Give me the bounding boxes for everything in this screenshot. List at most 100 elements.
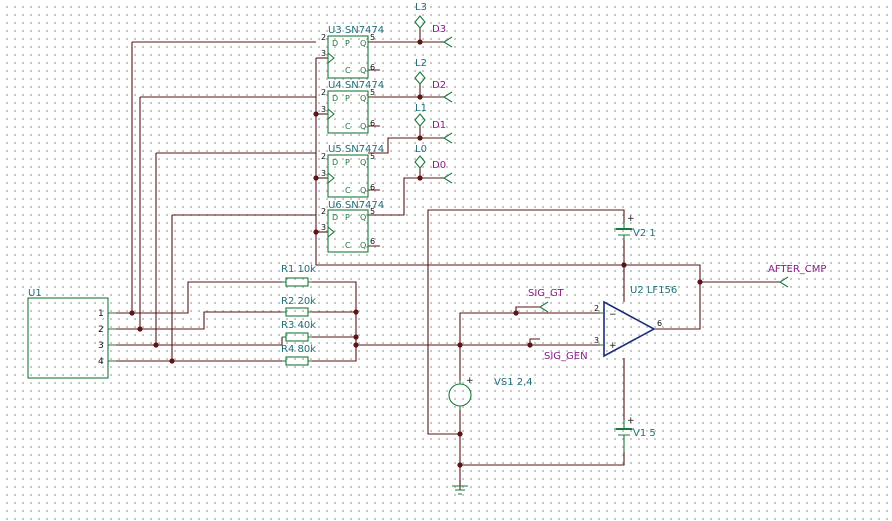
ff-pin-q: 5	[370, 88, 375, 97]
flipflop-u6[interactable]: U6 SN7474 D P Q C Q 2 3 5 6	[321, 200, 384, 253]
battery-v1-plus: +	[627, 416, 635, 426]
flipflop-u4[interactable]: U4 SN7474 D P Q C Q 2 3 5 6	[321, 80, 384, 134]
ff-c-letter: C	[345, 186, 351, 195]
opamp-pin-out: 6	[657, 319, 662, 328]
ff-pin-qbar: 6	[370, 119, 375, 128]
battery-v2-plus: +	[627, 214, 635, 224]
led-l0-label: L0	[415, 144, 427, 155]
ff-pin-q: 5	[370, 33, 375, 42]
net-label-sig-gen[interactable]: SIG_GEN	[544, 351, 588, 362]
ff-p-letter: P	[345, 213, 350, 222]
ff-pin-d: 2	[321, 33, 326, 42]
opamp-u2[interactable]: U2 LF156 2 3 6 − +	[594, 285, 677, 358]
ff-pin-q: 5	[370, 152, 375, 161]
resistor-r4[interactable]: R4 80k	[281, 344, 316, 366]
vs1-label: VS1 2,4	[494, 377, 533, 388]
junction-dots	[129, 39, 703, 468]
signal-source-vs1[interactable]: + VS1 2,4	[448, 376, 533, 410]
flipflop-u4-label: U4 SN7474	[328, 80, 384, 91]
led-l2-label: L2	[415, 58, 427, 69]
ff-qbar-letter: Q	[360, 186, 366, 195]
ff-pin-qbar: 6	[370, 63, 375, 72]
led-l0[interactable]: L0	[414, 144, 427, 169]
battery-v2[interactable]: + V2 1	[614, 214, 656, 240]
ff-q-letter: Q	[360, 39, 366, 48]
net-after-cmp-text: AFTER_CMP	[768, 264, 826, 275]
net-d3-text: D3	[432, 24, 446, 35]
ff-qbar-letter: Q	[360, 122, 366, 131]
u1-pin-4: 4	[98, 357, 104, 367]
resistor-r1-label: R1 10k	[281, 264, 316, 275]
resistor-r1[interactable]: R1 10k	[281, 264, 316, 287]
battery-v1[interactable]: + V1 5	[614, 416, 656, 452]
net-d0-text: D0	[432, 160, 446, 171]
net-label-d2[interactable]: D2	[432, 80, 453, 103]
resistor-r2[interactable]: R2 20k	[281, 296, 316, 317]
net-label-d3[interactable]: D3	[432, 24, 453, 48]
net-d2-text: D2	[432, 80, 446, 91]
flipflop-u5-label: U5 SN7474	[328, 144, 384, 155]
ff-p-letter: P	[345, 158, 350, 167]
flipflop-u5[interactable]: U5 SN7474 D P Q C Q 2 3 5 6	[321, 144, 384, 198]
ff-pin-d: 2	[321, 88, 326, 97]
wires	[116, 28, 780, 490]
net-sig-gt-text: SIG_GT	[528, 288, 564, 299]
u1-label: U1	[28, 288, 42, 299]
ff-q-letter: Q	[360, 158, 366, 167]
net-label-d0[interactable]: D0	[432, 160, 453, 184]
ff-d-letter: D	[332, 158, 338, 167]
u1-pin-1: 1	[98, 309, 104, 319]
vs1-plus: +	[466, 376, 474, 386]
net-sig-gen-text: SIG_GEN	[544, 351, 588, 362]
net-label-after-cmp[interactable]: AFTER_CMP	[768, 264, 826, 288]
resistor-r3-label: R3 40k	[281, 320, 316, 331]
ff-q-letter: Q	[360, 94, 366, 103]
net-d1-text: D1	[432, 120, 446, 131]
opamp-pin-inv: 2	[594, 304, 599, 313]
ff-c-letter: C	[345, 241, 351, 250]
ff-pin-clk: 3	[321, 49, 326, 58]
led-l3[interactable]: L3	[414, 2, 427, 29]
ff-pin-qbar: 6	[370, 237, 375, 246]
flipflop-u3-label: U3 SN7474	[328, 25, 384, 36]
resistor-r2-label: R2 20k	[281, 296, 316, 307]
led-l1-label: L1	[415, 103, 427, 114]
ff-pin-qbar: 6	[370, 183, 375, 192]
ground-icon	[452, 480, 468, 495]
ff-q-letter: Q	[360, 213, 366, 222]
opamp-minus-sign: −	[609, 310, 617, 320]
ff-d-letter: D	[332, 39, 338, 48]
led-l3-label: L3	[415, 2, 427, 13]
flipflop-u6-label: U6 SN7474	[328, 200, 384, 211]
ff-pin-d: 2	[321, 152, 326, 161]
resistor-r4-label: R4 80k	[281, 344, 316, 355]
ff-qbar-letter: Q	[360, 241, 366, 250]
ff-c-letter: C	[345, 122, 351, 131]
ff-p-letter: P	[345, 39, 350, 48]
u1-block[interactable]: U1 1 2 3 4	[27, 288, 116, 379]
battery-v2-label: V2 1	[633, 228, 656, 239]
ff-pin-q: 5	[370, 207, 375, 216]
opamp-pin-noninv: 3	[594, 336, 599, 345]
flipflop-u3[interactable]: U3 SN7474 D P Q C Q 2 3 5 6	[321, 25, 384, 79]
ff-pin-d: 2	[321, 207, 326, 216]
net-label-sig-gt[interactable]: SIG_GT	[528, 288, 564, 313]
resistor-r3[interactable]: R3 40k	[281, 320, 316, 342]
ff-d-letter: D	[332, 213, 338, 222]
opamp-label: U2 LF156	[630, 285, 677, 296]
opamp-plus-sign: +	[609, 341, 617, 351]
led-l2[interactable]: L2	[414, 58, 427, 85]
ff-d-letter: D	[332, 94, 338, 103]
net-label-d1[interactable]: D1	[432, 120, 453, 144]
battery-v1-label: V1 5	[633, 428, 656, 439]
u1-pin-3: 3	[98, 341, 104, 351]
u1-pin-2: 2	[98, 325, 104, 335]
ff-p-letter: P	[345, 94, 350, 103]
ff-pin-clk: 3	[321, 105, 326, 114]
led-l1[interactable]: L1	[414, 103, 427, 127]
ff-pin-clk: 3	[321, 223, 326, 232]
ff-pin-clk: 3	[321, 169, 326, 178]
ff-qbar-letter: Q	[360, 66, 366, 75]
